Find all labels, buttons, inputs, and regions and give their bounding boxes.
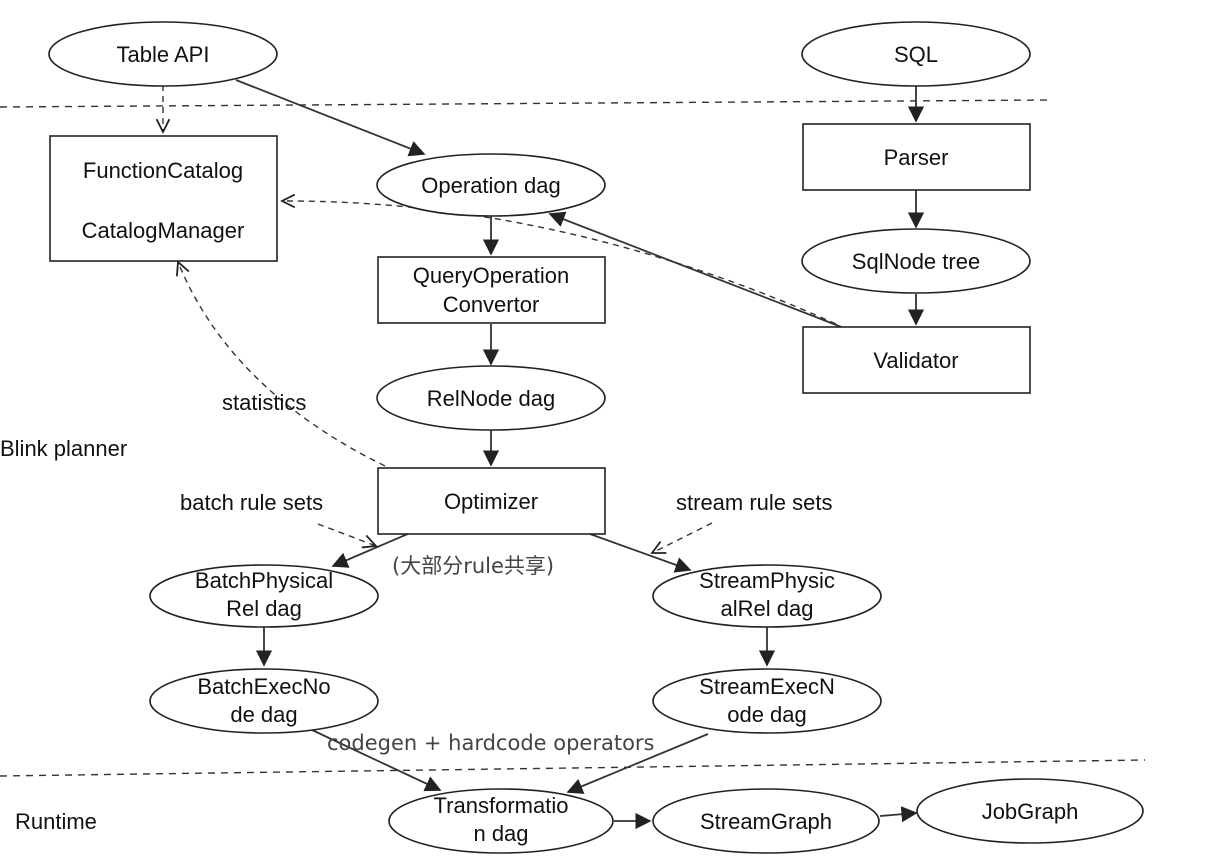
edge-tableapi-to-operation bbox=[235, 79, 426, 157]
node-parser-label: Parser bbox=[884, 145, 949, 170]
node-relnode-dag-label: RelNode dag bbox=[427, 386, 555, 411]
statistics-label: statistics bbox=[222, 390, 306, 415]
edge-optimizer-to-streamphysical bbox=[589, 533, 692, 573]
node-transformation-dag bbox=[388, 788, 614, 854]
node-operation-dag-label: Operation dag bbox=[421, 173, 560, 198]
node-stream-physical-rel-dag bbox=[652, 564, 882, 628]
batch-rule-sets-label: batch rule sets bbox=[180, 490, 323, 515]
edge-streamgraph-to-jobgraph bbox=[879, 806, 918, 823]
node-stream-exec-node-dag bbox=[652, 668, 882, 734]
node-catalog bbox=[49, 135, 278, 262]
edge-stream-rules-to-optimizer bbox=[652, 522, 713, 553]
node-batch-physical-rel-dag bbox=[149, 564, 379, 628]
edge-batch-rules-to-optimizer bbox=[317, 523, 376, 546]
node-table-api bbox=[48, 21, 278, 87]
node-query-operation-convertor bbox=[377, 256, 606, 324]
runtime-label: Runtime bbox=[15, 809, 97, 834]
node-optimizer bbox=[377, 467, 606, 535]
node-sql-label: SQL bbox=[894, 42, 938, 67]
node-job-graph bbox=[916, 778, 1144, 844]
node-relnode-dag bbox=[376, 365, 606, 431]
edge-streamexec-to-transformation bbox=[566, 733, 709, 794]
node-optimizer-label: Optimizer bbox=[444, 489, 538, 514]
stream-rule-sets-label: stream rule sets bbox=[676, 490, 833, 515]
node-validator-label: Validator bbox=[873, 348, 958, 373]
node-operation-dag bbox=[376, 153, 606, 217]
node-sqlnode-tree bbox=[801, 228, 1031, 294]
node-sql bbox=[801, 21, 1031, 87]
node-sqlnode-tree-label: SqlNode tree bbox=[852, 249, 980, 274]
divider-api-planner bbox=[0, 99, 1051, 108]
node-parser bbox=[802, 123, 1031, 191]
node-stream-graph bbox=[652, 788, 880, 854]
edge-optimizer-statistics-to-catalog bbox=[178, 262, 386, 467]
shared-rules-note: (大部分rule共享) bbox=[392, 554, 554, 578]
node-batch-exec-node-dag bbox=[149, 668, 379, 734]
edge-batchexec-to-transformation bbox=[311, 729, 442, 792]
node-job-graph-label: JobGraph bbox=[982, 799, 1079, 824]
blink-planner-label: Blink planner bbox=[0, 436, 127, 461]
codegen-label: codegen + hardcode operators bbox=[327, 731, 655, 755]
divider-planner-runtime bbox=[0, 759, 1146, 777]
edge-optimizer-to-batchphysical bbox=[331, 532, 411, 568]
node-stream-graph-label: StreamGraph bbox=[700, 809, 832, 834]
node-validator bbox=[802, 326, 1031, 394]
edge-validator-to-operation bbox=[548, 211, 845, 329]
node-table-api-label: Table API bbox=[117, 42, 210, 67]
